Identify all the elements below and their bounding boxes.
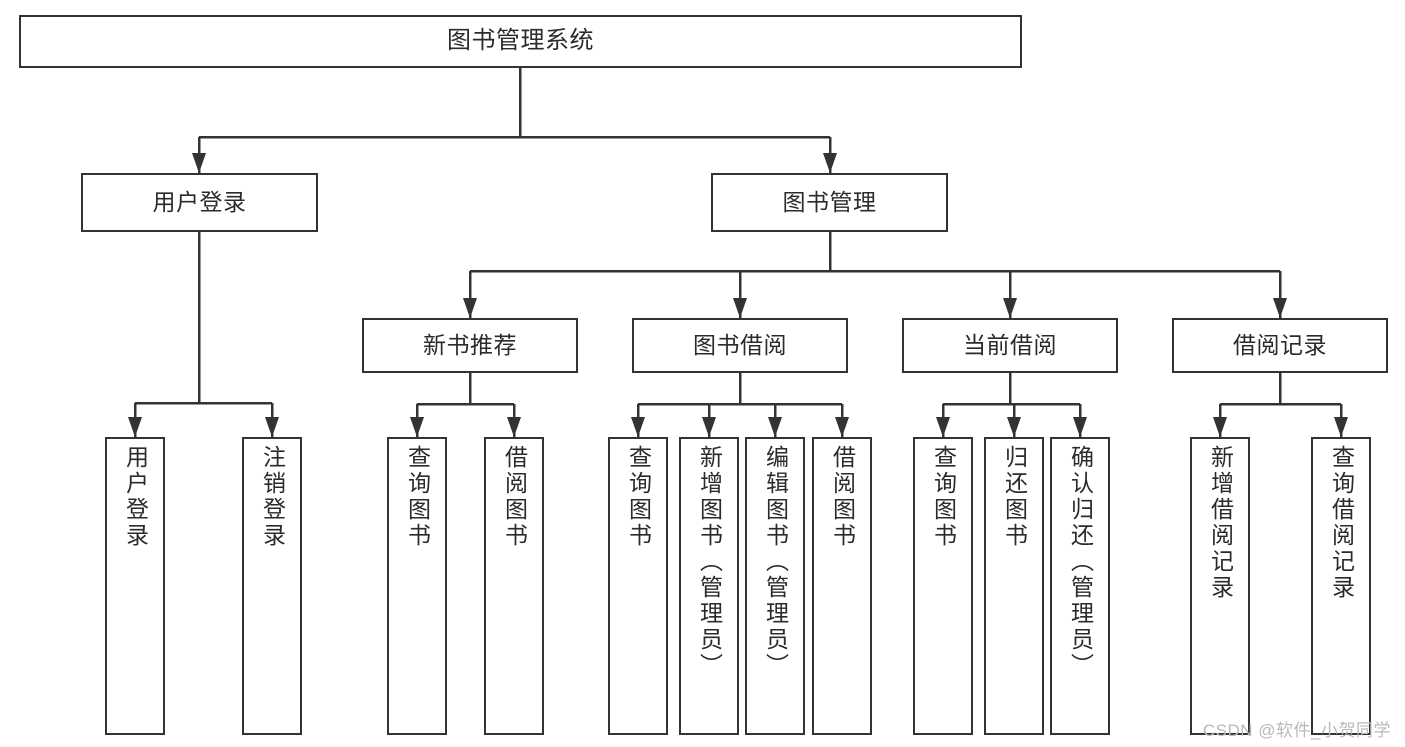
arrowhead (1334, 417, 1348, 437)
node-l1-用户登录[interactable]: 用户登录 (81, 173, 318, 232)
node-l2-新书推荐[interactable]: 新书推荐 (362, 318, 578, 373)
arrowhead (128, 417, 142, 437)
node-label: 借阅图书 (829, 445, 856, 549)
node-label: 借阅记录 (1233, 331, 1327, 358)
arrowhead (631, 417, 645, 437)
arrowhead (835, 417, 849, 437)
node-label: 编辑图书（管理员） (762, 445, 789, 679)
node-leaf-1[interactable]: 注销登录 (242, 437, 302, 735)
node-label: 图书管理系统 (447, 27, 594, 55)
node-l1-图书管理[interactable]: 图书管理 (711, 173, 948, 232)
node-label: 当前借阅 (963, 331, 1057, 358)
arrowhead (410, 417, 424, 437)
node-leaf-0[interactable]: 用户登录 (105, 437, 165, 735)
node-leaf-4[interactable]: 查询图书 (608, 437, 668, 735)
arrowhead (1273, 298, 1287, 318)
node-leaf-11[interactable]: 新增借阅记录 (1190, 437, 1250, 735)
arrowhead (702, 417, 716, 437)
arrowhead (768, 417, 782, 437)
node-leaf-6[interactable]: 编辑图书（管理员） (745, 437, 805, 735)
node-label: 查询图书 (404, 445, 431, 549)
node-leaf-2[interactable]: 查询图书 (387, 437, 447, 735)
node-label: 新书推荐 (423, 331, 517, 358)
watermark: CSDN @软件_小贺同学 (1202, 721, 1391, 740)
node-leaf-3[interactable]: 借阅图书 (484, 437, 544, 735)
node-label: 图书管理 (782, 188, 877, 215)
node-l2-当前借阅[interactable]: 当前借阅 (902, 318, 1118, 373)
node-l2-借阅记录[interactable]: 借阅记录 (1172, 318, 1388, 373)
node-leaf-10[interactable]: 确认归还（管理员） (1050, 437, 1110, 735)
node-leaf-12[interactable]: 查询借阅记录 (1311, 437, 1371, 735)
node-label: 确认归还（管理员） (1067, 445, 1094, 679)
arrowhead (1003, 298, 1017, 318)
node-label: 新增图书（管理员） (696, 445, 723, 679)
arrowhead (733, 298, 747, 318)
node-leaf-5[interactable]: 新增图书（管理员） (679, 437, 739, 735)
arrowhead (823, 153, 837, 173)
node-label: 查询借阅记录 (1328, 445, 1355, 601)
node-label: 查询图书 (930, 445, 957, 549)
node-label: 新增借阅记录 (1207, 445, 1234, 601)
node-label: 归还图书 (1001, 445, 1028, 549)
arrowhead (936, 417, 950, 437)
node-root-title[interactable]: 图书管理系统 (19, 15, 1022, 68)
arrowhead (1073, 417, 1087, 437)
node-leaf-9[interactable]: 归还图书 (984, 437, 1044, 735)
node-label: 图书借阅 (693, 331, 787, 358)
arrowhead (192, 153, 206, 173)
node-label: 借阅图书 (501, 445, 528, 549)
node-label: 注销登录 (259, 445, 286, 549)
arrowhead (265, 417, 279, 437)
arrowhead (1007, 417, 1021, 437)
node-leaf-8[interactable]: 查询图书 (913, 437, 973, 735)
arrowhead (507, 417, 521, 437)
node-label: 用户登录 (152, 188, 247, 215)
node-l2-图书借阅[interactable]: 图书借阅 (632, 318, 848, 373)
node-label: 用户登录 (122, 445, 149, 549)
node-leaf-7[interactable]: 借阅图书 (812, 437, 872, 735)
arrowhead (1213, 417, 1227, 437)
arrowhead (463, 298, 477, 318)
node-label: 查询图书 (625, 445, 652, 549)
